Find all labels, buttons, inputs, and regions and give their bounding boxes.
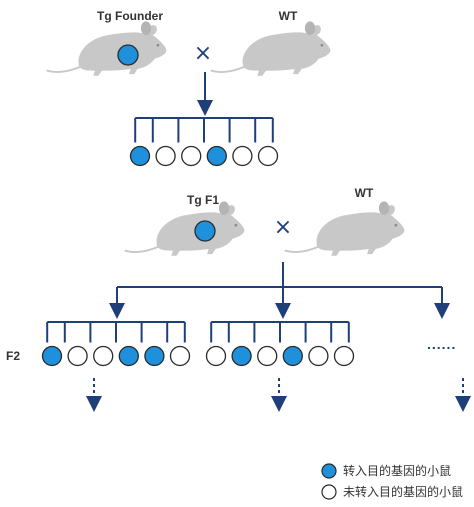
legend-empty-label: 未转入目的基因的小鼠 (343, 484, 463, 499)
wildtype-mouse-marker (232, 145, 253, 167)
legend-filled-label: 转入目的基因的小鼠 (343, 463, 451, 478)
wt-mid-label: WT (355, 186, 374, 200)
wildtype-mouse-marker (333, 345, 355, 367)
wildtype-mouse-marker (67, 345, 88, 367)
mouse-icon (210, 20, 332, 77)
cross-icon: × (194, 41, 212, 66)
wildtype-mouse-marker (169, 345, 191, 367)
mouse-icon (124, 200, 246, 257)
transgenic-mouse-marker (206, 145, 227, 167)
mouse-icon (284, 200, 406, 257)
wildtype-mouse-marker (257, 345, 278, 367)
wt-top-label: WT (279, 9, 298, 23)
tg-f1-label: Tg F1 (187, 193, 219, 207)
wildtype-mouse-marker (257, 145, 279, 167)
f1-litter (129, 117, 279, 167)
founder-marker (117, 44, 139, 66)
wildtype-mouse-marker (155, 145, 176, 167)
transgenic-mouse-marker (41, 345, 63, 367)
mouse-icon (46, 20, 168, 77)
tg-f1-marker (194, 220, 216, 242)
tg-founder-label: Tg Founder (97, 9, 163, 23)
wildtype-mouse-marker (181, 145, 202, 167)
transgenic-mouse-marker (231, 345, 252, 367)
f2-litter-group-1 (41, 321, 191, 367)
transgenic-mouse-marker (282, 345, 303, 367)
f2-litter-group-2 (205, 321, 355, 367)
legend-filled-marker (321, 463, 337, 479)
transgenic-mouse-marker (129, 145, 151, 167)
transgenic-mouse-marker (144, 345, 165, 367)
wildtype-mouse-marker (308, 345, 329, 367)
wildtype-mouse-marker (93, 345, 114, 367)
wildtype-mouse-marker (205, 345, 227, 367)
cross-icon: × (274, 215, 292, 240)
ellipsis-text: ...... (427, 336, 456, 352)
legend-empty-marker (321, 484, 337, 500)
transgenic-mouse-marker (118, 345, 139, 367)
f2-label: F2 (6, 349, 20, 363)
